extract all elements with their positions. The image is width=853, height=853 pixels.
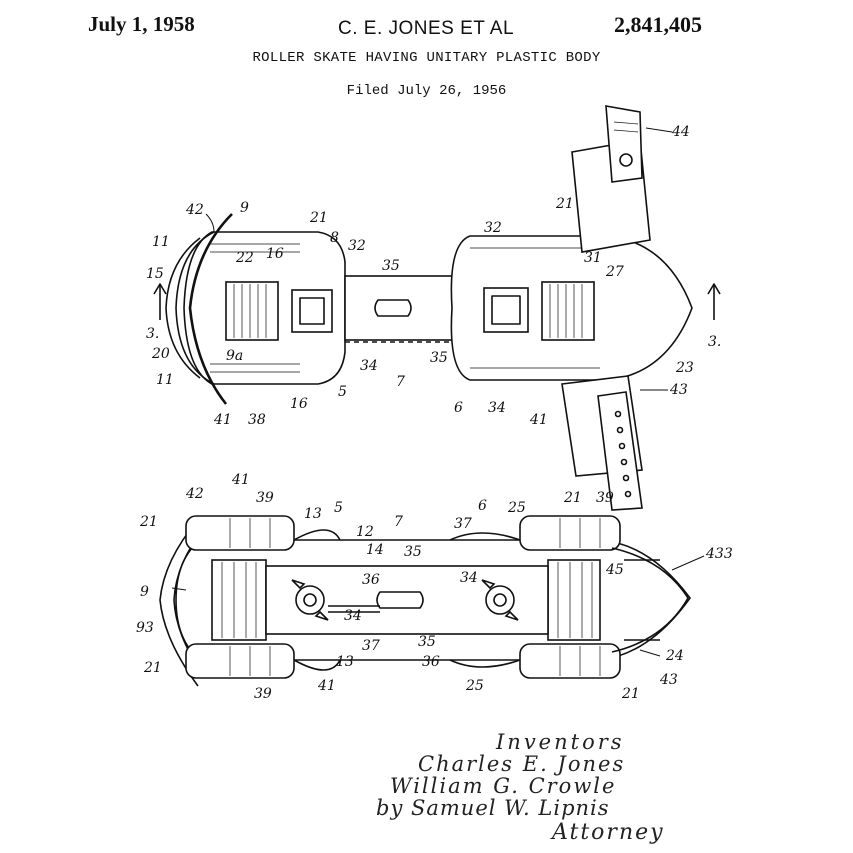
label: 433 (705, 546, 733, 562)
figure-bottom-view (159, 515, 691, 687)
label: 6 (454, 400, 463, 416)
front-truck-block (541, 281, 595, 341)
label: 22 (235, 250, 254, 266)
leader-lines (171, 127, 705, 657)
front-wheel-bottom (519, 643, 621, 679)
patent-number: 2,841,405 (614, 12, 702, 37)
label: 44 (671, 124, 690, 140)
rear-wheel-bottom (185, 643, 295, 679)
strap-holes (614, 410, 632, 498)
label: 35 (382, 258, 400, 274)
wing-nut-rear (291, 579, 329, 621)
label: 41 (213, 412, 232, 428)
label: 13 (336, 654, 354, 670)
label: 11 (156, 372, 174, 388)
heel-plate (175, 231, 215, 385)
rear-pivot-block (291, 289, 333, 333)
label: 23 (675, 360, 694, 376)
label: 3. (146, 326, 159, 342)
label: 42 (185, 202, 204, 218)
label: 27 (605, 264, 624, 280)
rear-axle-block (211, 559, 267, 641)
label: 5 (334, 500, 343, 516)
label: 5 (338, 384, 347, 400)
front-axle-block (547, 559, 601, 641)
label: 36 (422, 654, 440, 670)
label: 21 (309, 210, 328, 226)
label: 9 (240, 200, 249, 216)
label: 25 (465, 678, 484, 694)
label: 41 (231, 472, 250, 488)
label: 43 (659, 672, 678, 688)
label: 41 (317, 678, 336, 694)
label: 21 (555, 196, 574, 212)
label: 21 (143, 660, 162, 676)
label: 20 (151, 346, 170, 362)
label: 3. (708, 334, 721, 350)
bottom-heel-outline (159, 519, 199, 687)
label: 34 (344, 608, 362, 624)
label: 35 (430, 350, 448, 366)
signature-by-line: by Samuel W. Lipnis (376, 796, 610, 820)
label: 32 (484, 220, 502, 236)
patent-title: ROLLER SKATE HAVING UNITARY PLASTIC BODY (252, 50, 601, 66)
inventor-line: C. E. JONES ET AL (338, 18, 515, 39)
label: 41 (529, 412, 548, 428)
figure-top-view (153, 105, 721, 511)
wing-nut-front (481, 579, 519, 621)
front-pivot-block (483, 287, 529, 333)
label: 13 (304, 506, 322, 522)
label: 34 (488, 400, 506, 416)
connecting-bar (344, 275, 464, 341)
rear-wheel-top (185, 515, 295, 551)
label: 16 (266, 246, 284, 262)
rear-truck-block (225, 281, 279, 341)
label: 31 (584, 250, 602, 266)
signature-attorney: Attorney (552, 820, 665, 845)
label: 7 (396, 374, 405, 390)
label: 7 (394, 514, 403, 530)
label: 21 (563, 490, 582, 506)
label: 8 (330, 230, 339, 246)
label: 35 (418, 634, 436, 650)
reference-labels: 42 9 11 15 3. 20 9a 11 41 38 16 5 16 22 … (136, 124, 733, 702)
label: 34 (460, 570, 478, 586)
label: 12 (356, 524, 374, 540)
label: 32 (348, 238, 366, 254)
front-wheel-top (519, 515, 621, 551)
label: 43 (669, 382, 688, 398)
label: 21 (621, 686, 640, 702)
label: 37 (362, 638, 380, 654)
patent-date: July 1, 1958 (88, 12, 195, 36)
heel-strap (188, 213, 233, 405)
label: 42 (185, 486, 204, 502)
label: 21 (139, 514, 158, 530)
label: 39 (596, 490, 614, 506)
label: 15 (146, 266, 164, 282)
label: 45 (605, 562, 624, 578)
signature-inventors: Inventors (496, 730, 625, 754)
label: 16 (290, 396, 308, 412)
filed-date: Filed July 26, 1956 (346, 83, 507, 99)
label: 36 (362, 572, 380, 588)
label: 39 (256, 490, 274, 506)
label: 14 (366, 542, 384, 558)
label: 34 (360, 358, 378, 374)
label: 38 (248, 412, 266, 428)
toe-cap (611, 547, 689, 653)
label: 9 (140, 584, 149, 600)
label: 24 (665, 648, 684, 664)
label: 35 (404, 544, 422, 560)
label: 9a (226, 348, 243, 364)
signature-name-1: Charles E. Jones (418, 752, 626, 776)
label: 39 (254, 686, 272, 702)
label: 6 (478, 498, 487, 514)
label: 37 (454, 516, 472, 532)
label: 11 (152, 234, 170, 250)
label: 93 (136, 620, 154, 636)
label: 25 (507, 500, 526, 516)
signature-name-2: William G. Crowle (390, 774, 617, 798)
